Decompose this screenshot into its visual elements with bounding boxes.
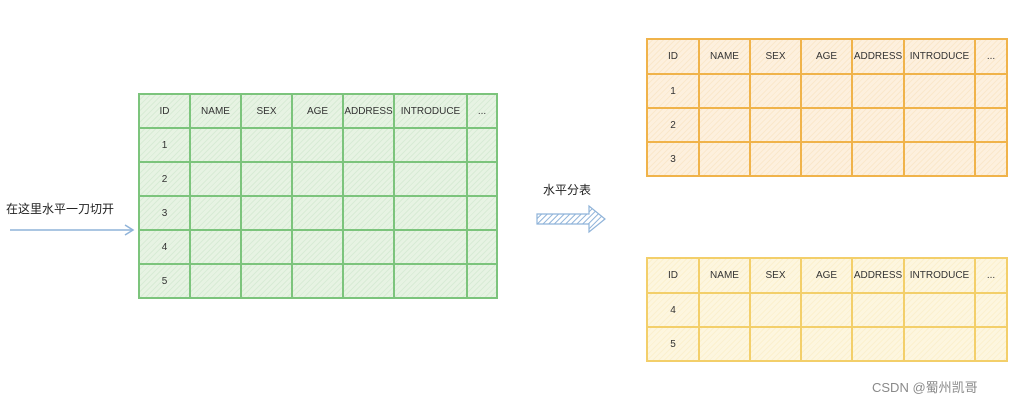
header-introduce: INTRODUCE	[903, 257, 976, 294]
header-age: AGE	[800, 38, 853, 75]
row-id: 2	[646, 107, 700, 143]
watermark-background	[855, 372, 1015, 398]
row-id: 4	[138, 229, 191, 265]
hatched-arrow-icon	[536, 204, 606, 234]
table-row: 5	[646, 326, 1008, 362]
table-row: 1	[138, 127, 498, 163]
table-row: 2	[646, 107, 1008, 143]
split-instruction-label: 在这里水平一刀切开	[6, 202, 115, 216]
row-id: 1	[646, 73, 700, 109]
source-table: ID NAME SEX AGE ADDRESS INTRODUCE ... 1 …	[138, 93, 498, 299]
header-name: NAME	[698, 38, 751, 75]
header-sex: SEX	[240, 93, 293, 129]
header-sex: SEX	[749, 38, 802, 75]
table-row: 3	[646, 141, 1008, 177]
watermark-text: CSDN @蜀州凯哥	[872, 380, 978, 395]
row-id: 3	[646, 141, 700, 177]
header-row: ID NAME SEX AGE ADDRESS INTRODUCE ...	[646, 257, 1008, 294]
header-age: AGE	[800, 257, 853, 294]
header-address: ADDRESS	[851, 38, 905, 75]
horizontal-split-label: 水平分表	[543, 183, 592, 197]
row-id: 1	[138, 127, 191, 163]
table-row: 2	[138, 161, 498, 197]
table-row: 3	[138, 195, 498, 231]
header-introduce: INTRODUCE	[903, 38, 976, 75]
header-row: ID NAME SEX AGE ADDRESS INTRODUCE ...	[138, 93, 498, 129]
header-more: ...	[466, 93, 498, 129]
header-row: ID NAME SEX AGE ADDRESS INTRODUCE ...	[646, 38, 1008, 75]
header-name: NAME	[698, 257, 751, 294]
table-row: 5	[138, 263, 498, 299]
cut-line-arrow-icon	[10, 224, 135, 236]
header-name: NAME	[189, 93, 242, 129]
row-id: 2	[138, 161, 191, 197]
header-age: AGE	[291, 93, 344, 129]
row-id: 4	[646, 292, 700, 328]
header-id: ID	[646, 38, 700, 75]
row-id: 5	[646, 326, 700, 362]
row-id: 5	[138, 263, 191, 299]
header-more: ...	[974, 257, 1008, 294]
row-id: 3	[138, 195, 191, 231]
header-id: ID	[646, 257, 700, 294]
table-row: 4	[138, 229, 498, 265]
table-row: 1	[646, 73, 1008, 109]
header-more: ...	[974, 38, 1008, 75]
header-address: ADDRESS	[851, 257, 905, 294]
table-row: 4	[646, 292, 1008, 328]
split-table-top: ID NAME SEX AGE ADDRESS INTRODUCE ... 1 …	[646, 38, 1008, 177]
split-table-bottom: ID NAME SEX AGE ADDRESS INTRODUCE ... 4 …	[646, 257, 1008, 362]
header-address: ADDRESS	[342, 93, 395, 129]
header-introduce: INTRODUCE	[393, 93, 468, 129]
header-id: ID	[138, 93, 191, 129]
header-sex: SEX	[749, 257, 802, 294]
